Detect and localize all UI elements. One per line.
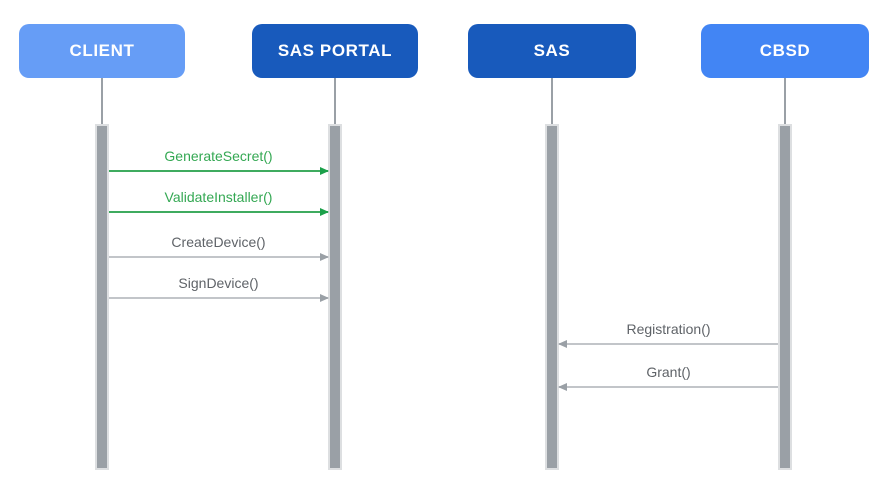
message-label: SignDevice() [178,275,259,291]
arrowhead-right-icon [320,253,329,261]
actor-label-sas-portal: SAS PORTAL [277,41,393,60]
activation-bar-cbsd [778,124,792,470]
message-arrow-line [109,294,329,302]
message-generate-secret: GenerateSecret() [109,148,329,175]
message-label: Grant() [646,364,691,380]
message-label: Registration() [626,321,711,337]
message-arrow-line [558,383,778,391]
actor-label-client: CLIENT [69,41,135,60]
message-registration: Registration() [558,321,778,348]
message-grant: Grant() [558,364,778,391]
message-arrow-line [109,208,329,216]
lifeline-sas [551,78,553,124]
message-arrow-line [558,340,778,348]
activation-bar-client [95,124,109,470]
activation-bar-sas [545,124,559,470]
arrowhead-left-icon [558,340,567,348]
lifeline-sas-portal [334,78,336,124]
message-validate-installer: ValidateInstaller() [109,189,329,216]
message-label: CreateDevice() [171,234,266,250]
arrowhead-right-icon [320,208,329,216]
arrowhead-right-icon [320,167,329,175]
message-arrow-line [109,167,329,175]
lifeline-cbsd [784,78,786,124]
lifeline-client [101,78,103,124]
message-arrow-line [109,253,329,261]
activation-bar-sas-portal [328,124,342,470]
actor-box-cbsd: CBSD [701,24,869,78]
actor-label-cbsd: CBSD [759,41,811,60]
message-create-device: CreateDevice() [109,234,329,261]
message-label: ValidateInstaller() [164,189,273,205]
actor-box-sas-portal: SAS PORTAL [252,24,418,78]
arrowhead-left-icon [558,383,567,391]
arrowhead-right-icon [320,294,329,302]
actor-box-sas: SAS [468,24,636,78]
message-sign-device: SignDevice() [109,275,329,302]
actor-box-client: CLIENT [19,24,185,78]
actor-label-sas: SAS [533,41,571,60]
message-label: GenerateSecret() [164,148,273,164]
